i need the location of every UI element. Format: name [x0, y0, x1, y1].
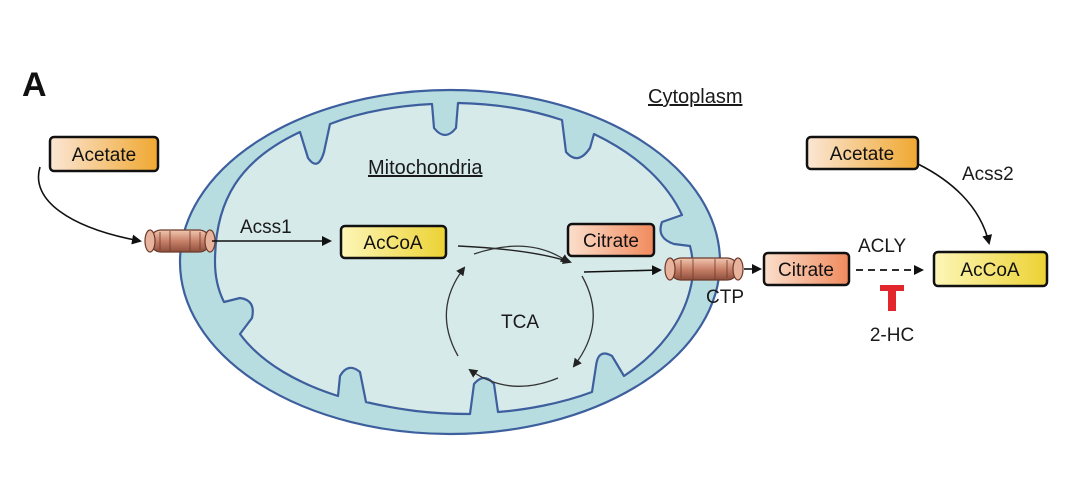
citrate-mitochondria-label: Citrate: [583, 231, 639, 252]
acoa-mitochondria-label: AcCoA: [363, 233, 422, 254]
acss1-label: Acss1: [240, 217, 292, 238]
tca-arc-left: [445, 266, 466, 357]
acoa-cytoplasm-box: AcCoA: [932, 250, 1049, 288]
mitochondria-label: Mitochondria: [368, 157, 483, 179]
citrate-cytoplasm-box: Citrate: [762, 251, 851, 287]
acoa-mitochondria-box: AcCoA: [339, 224, 448, 260]
panel-label: A: [22, 66, 47, 104]
citrate-mitochondria-box: Citrate: [566, 222, 656, 258]
acss2-label: Acss2: [962, 164, 1014, 185]
inhibition-symbol: [880, 285, 904, 311]
tca-label: TCA: [501, 312, 539, 333]
acetate-cytoplasm-label: Acetate: [830, 144, 894, 165]
acetate-outside-label: Acetate: [72, 145, 136, 166]
ctp-transporter: [664, 257, 744, 281]
acoa-cytoplasm-label: AcCoA: [960, 260, 1019, 281]
acetate-transporter: [144, 229, 216, 253]
acly-label: ACLY: [858, 236, 907, 257]
acss2-arrow: [917, 163, 993, 245]
acetate-outside-box: Acetate: [48, 135, 160, 173]
tca-cycle: TCA: [445, 245, 594, 387]
cytoplasm-label: Cytoplasm: [648, 86, 742, 108]
tca-arc-right: [572, 275, 594, 368]
ctp-label: CTP: [706, 287, 744, 308]
citrate-export-arrow: [583, 265, 662, 276]
acetate-import-arrow: [37, 166, 142, 245]
citrate-cytoplasm-label: Citrate: [778, 260, 834, 281]
tca-arc-bottom: [468, 368, 559, 387]
inner-membrane-cristae: [213, 101, 695, 416]
tca-arc-top: [473, 245, 570, 264]
acetate-cytoplasm-box: Acetate: [805, 135, 920, 171]
inhibitor-label: 2-HC: [870, 325, 914, 346]
mitochondrion: [178, 88, 722, 436]
